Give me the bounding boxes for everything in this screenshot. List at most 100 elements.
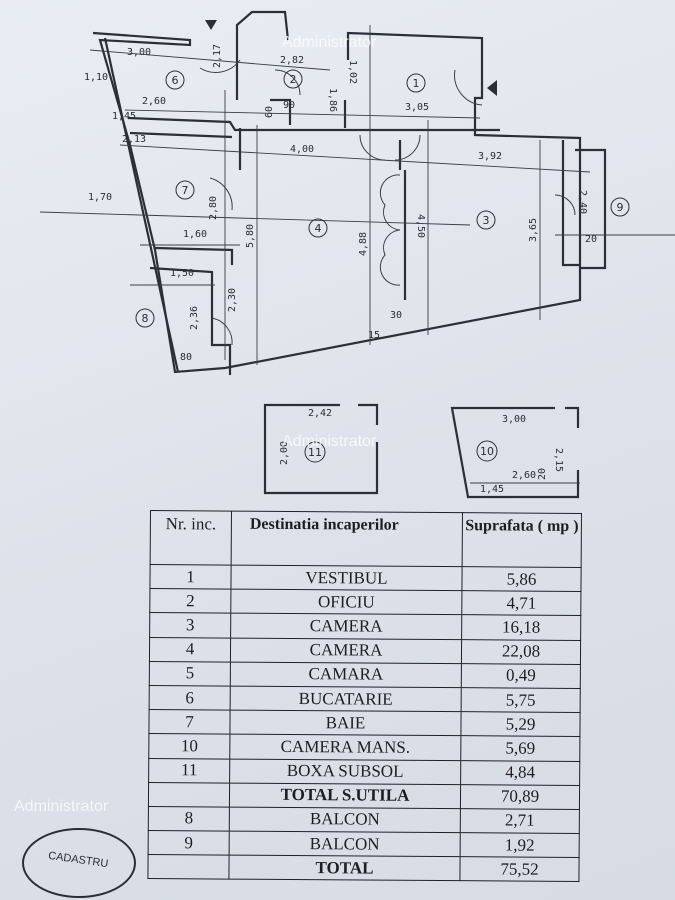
room-area: 4,84	[460, 760, 580, 786]
room-area: 16,18	[461, 615, 581, 641]
room-number: 7	[148, 709, 231, 735]
room-label: 6	[172, 74, 179, 87]
dimension-label: 80	[180, 352, 192, 363]
room-name: CAMERA MANS.	[229, 734, 461, 761]
dimension-label: 2,17	[212, 44, 223, 68]
room-area: 5,69	[460, 735, 580, 762]
dimension-label: 1,45	[480, 484, 504, 495]
dimension-label: 2,30	[227, 288, 238, 312]
room-number: 8	[148, 806, 230, 832]
dimension-label: 3,00	[502, 414, 526, 425]
room-number: 6	[149, 685, 231, 711]
dimension-label: 2,60	[142, 96, 166, 107]
dimension-label: 2,42	[308, 408, 332, 419]
room-name: TOTAL S.UTILA	[229, 782, 461, 809]
dimension-label: 1,10	[84, 72, 108, 83]
room-number: 9	[148, 830, 230, 856]
room-area: 1,92	[460, 832, 580, 858]
secondary-plans	[263, 403, 580, 499]
dimension-label: 3,00	[127, 47, 151, 58]
room-number	[148, 782, 230, 807]
room-label: 4	[315, 222, 322, 235]
dimension-label: 2,15	[553, 448, 564, 472]
dimension-label: 30	[390, 310, 402, 321]
room-number: 2	[149, 588, 231, 614]
room-name: TOTAL	[228, 855, 461, 882]
room-label: 2	[290, 73, 297, 86]
room-name: BAIE	[229, 710, 462, 736]
room-number: 10	[148, 733, 230, 759]
dimension-label: 15	[368, 330, 380, 341]
room-name: CAMERA	[230, 637, 462, 664]
dimension-label: 2,60	[512, 470, 536, 481]
room-name: BUCATARIE	[230, 686, 462, 712]
room-number: 3	[149, 612, 231, 638]
room-area: 5,86	[461, 566, 582, 592]
room-area: 5,29	[460, 711, 581, 737]
floor-plan: 1 2 3 4 6 7 8 9 10 11 3,00 2,82 1,02 2,1…	[39, 10, 675, 499]
room-area-table: Nr. inc. Destinatia incaperilor Suprafat…	[147, 510, 582, 882]
room-name: OFICIU	[230, 589, 462, 616]
dimension-label: 2,36	[189, 306, 200, 330]
room-area: 5,75	[461, 687, 581, 713]
dimension-label: 3,92	[478, 151, 502, 162]
stair-arrows	[205, 20, 497, 96]
dimension-label: 2,00	[279, 441, 290, 465]
room-number-circles	[135, 69, 630, 463]
header-destination: Destinatia incaperilor	[231, 511, 463, 567]
room-number: 4	[149, 637, 231, 662]
dimension-label: 4,50	[415, 214, 426, 238]
cadastre-stamp: CADASTRU	[22, 828, 136, 898]
room-area: 22,08	[461, 639, 581, 665]
room-label: 11	[308, 446, 322, 459]
dimension-label: 4,88	[358, 232, 369, 256]
room-name: VESTIBUL	[230, 565, 463, 591]
dimension-label: 2,40	[577, 190, 588, 214]
dimension-labels: 3,00 2,82 1,02 2,17 1,10 2,60 90 60 1,86…	[84, 44, 597, 495]
dimension-label: 3,65	[528, 218, 539, 242]
watermark: Administrator	[282, 433, 377, 450]
dimension-label: 5,80	[245, 224, 256, 248]
dimension-label: 1,60	[183, 229, 207, 240]
dimension-label: 2,80	[208, 196, 219, 220]
dimension-label: 90	[283, 100, 295, 111]
room-number	[147, 854, 230, 880]
room-name: BOXA SUBSOL	[229, 758, 461, 785]
room-area: 75,52	[459, 856, 580, 882]
room-name: BALCON	[229, 831, 461, 857]
room-label: 7	[182, 184, 189, 197]
dimension-label: 1,02	[347, 60, 358, 84]
watermark: Administrator	[282, 34, 377, 51]
dimension-label: 20	[585, 234, 597, 245]
room-number: 1	[149, 564, 232, 590]
room-label: 3	[483, 214, 490, 227]
dimension-label: 1,86	[327, 88, 338, 112]
room-area: 70,89	[460, 784, 580, 810]
header-nr: Nr. inc.	[150, 510, 232, 566]
room-area: 4,71	[461, 590, 581, 616]
room-label: 10	[480, 445, 494, 458]
header-area: Suprafata ( mp )	[462, 512, 582, 568]
dimension-label: 1,50	[170, 268, 194, 279]
walls	[92, 10, 607, 375]
room-number: 5	[149, 661, 231, 687]
dimension-label: 2,13	[122, 134, 146, 145]
room-name: CAMARA	[230, 661, 462, 688]
dimension-label: 1,70	[88, 192, 112, 203]
dimension-label: 60	[264, 106, 275, 118]
room-label: 1	[413, 77, 420, 90]
room-area: 0,49	[461, 663, 581, 689]
room-label: 8	[142, 312, 149, 325]
dimension-label: 3,05	[405, 102, 429, 113]
